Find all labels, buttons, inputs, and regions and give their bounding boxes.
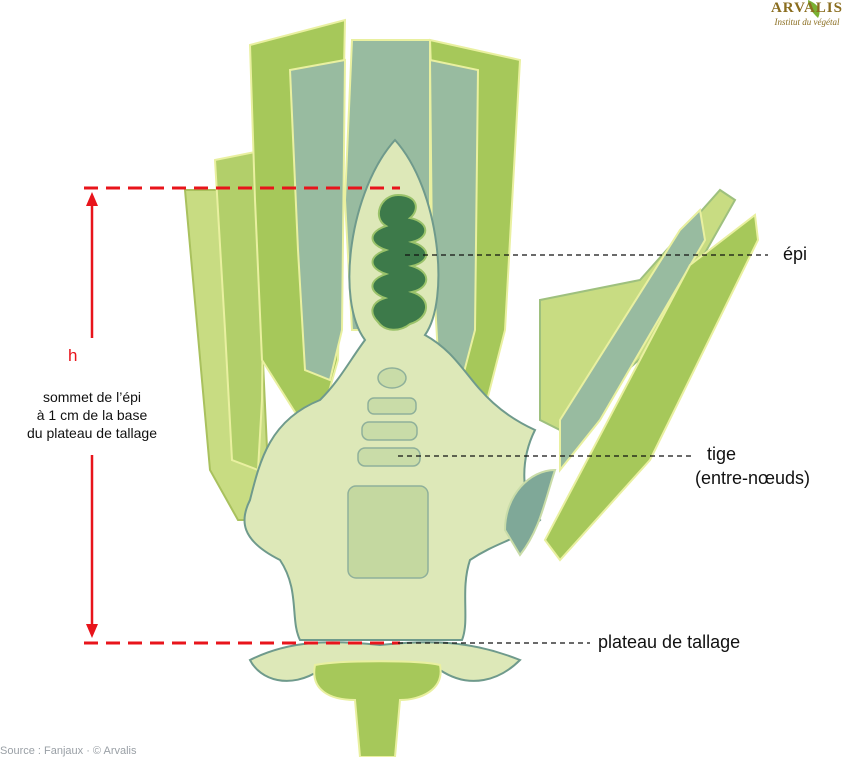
arrow-up-icon: [86, 192, 98, 206]
internode-5: [348, 486, 428, 578]
label-epi: épi: [783, 244, 807, 265]
internode-1: [378, 368, 406, 388]
measure-line-2: à 1 cm de la base: [4, 406, 180, 424]
internode-2: [368, 398, 416, 414]
root: [314, 661, 440, 757]
label-tige: tige: [707, 444, 736, 465]
measure-description: sommet de l’épi à 1 cm de la base du pla…: [4, 388, 180, 442]
arrow-down-icon: [86, 624, 98, 638]
label-h: h: [68, 346, 77, 366]
measure-line-1: sommet de l’épi: [4, 388, 180, 406]
internode-3: [362, 422, 417, 440]
measure-line-3: du plateau de tallage: [4, 424, 180, 442]
copyright-footer: Source : Fanjaux · © Arvalis: [0, 745, 137, 757]
brand-logo: ARVALIS Institut du végétal: [771, 0, 843, 27]
label-entre-noeuds: (entre-nœuds): [695, 468, 810, 489]
brand-name: ARVALIS: [771, 0, 843, 17]
brand-subtitle: Institut du végétal: [771, 17, 843, 27]
internode-4: [358, 448, 420, 466]
label-plateau-de-tallage: plateau de tallage: [598, 632, 740, 653]
